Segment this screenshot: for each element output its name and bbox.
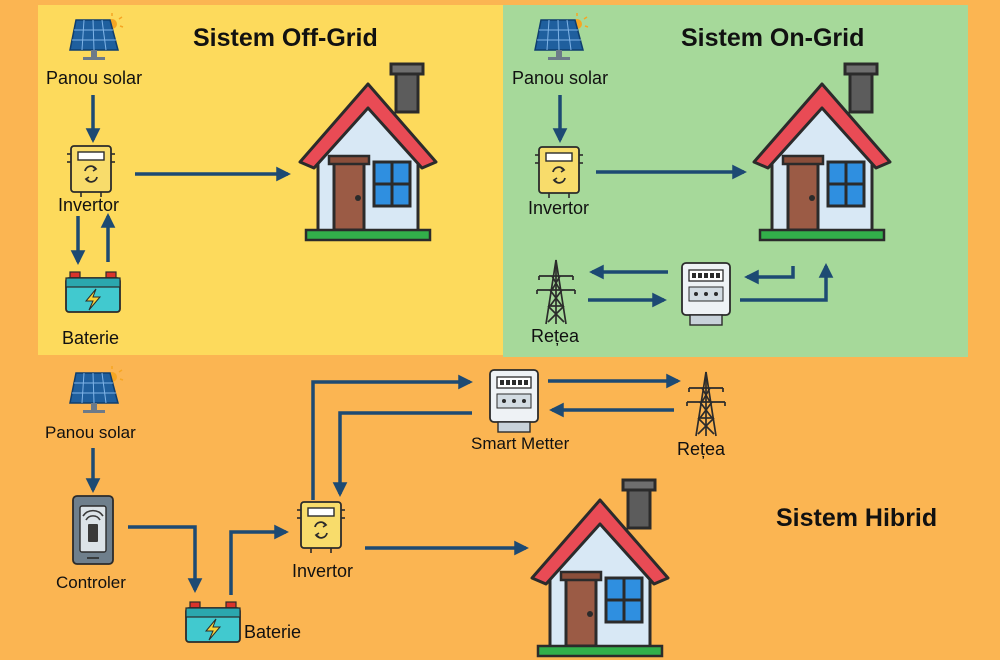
hybrid-arrow-controller-battery [128, 525, 203, 593]
hybrid-inverter-label: Invertor [292, 561, 354, 581]
hybrid-solar-panel-icon [69, 365, 124, 414]
hybrid-solar-label: Panou solar [45, 423, 136, 442]
ongrid-title: Sistem On-Grid [681, 24, 865, 52]
hybrid-controller-label: Controler [56, 573, 126, 592]
hybrid-grid-tower-icon [686, 371, 726, 437]
ongrid-arrows [552, 95, 834, 308]
hybrid-house-icon [530, 478, 670, 658]
ongrid-house-icon [752, 62, 892, 242]
hybrid-arrows [85, 373, 681, 595]
ongrid-panel [503, 5, 968, 357]
offgrid-solar-label: Panou solar [46, 68, 143, 88]
hybrid-title: Sistem Hibrid [776, 504, 938, 532]
ongrid-solar-panel-icon [534, 12, 589, 61]
hybrid-inverter-icon [296, 501, 346, 554]
offgrid-battery-label: Baterie [62, 328, 120, 348]
hybrid-arrow-inverter-meter [311, 374, 473, 500]
offgrid-arrows [70, 95, 291, 265]
ongrid-solar-label: Panou solar [512, 68, 609, 88]
hybrid-grid-label: Rețea [677, 439, 726, 459]
ongrid-grid-tower-icon [536, 259, 576, 325]
hybrid-battery-label: Baterie [244, 622, 302, 642]
offgrid-inverter-icon [66, 145, 116, 198]
offgrid-inverter-label: Invertor [58, 195, 120, 215]
hybrid-arrow-meter-inverter [332, 411, 472, 497]
offgrid-house-icon [298, 62, 438, 242]
ongrid-grid-label: Rețea [531, 326, 580, 346]
ongrid-meter-icon [681, 262, 731, 326]
ongrid-arrow-house-meter [744, 266, 795, 285]
offgrid-title: Sistem Off-Grid [193, 24, 378, 52]
hybrid-controller-icon [72, 495, 114, 565]
offgrid-solar-panel-icon [69, 12, 124, 61]
hybrid-battery-icon [185, 601, 241, 643]
ongrid-inverter-label: Invertor [528, 198, 590, 218]
hybrid-arrow-battery-inverter [229, 524, 289, 595]
offgrid-battery-icon [65, 271, 121, 313]
ongrid-inverter-icon [534, 146, 584, 199]
hybrid-smart-meter-icon [489, 369, 539, 433]
hybrid-meter-label: Smart Metter [471, 434, 570, 453]
ongrid-arrow-meter-house [740, 263, 834, 302]
